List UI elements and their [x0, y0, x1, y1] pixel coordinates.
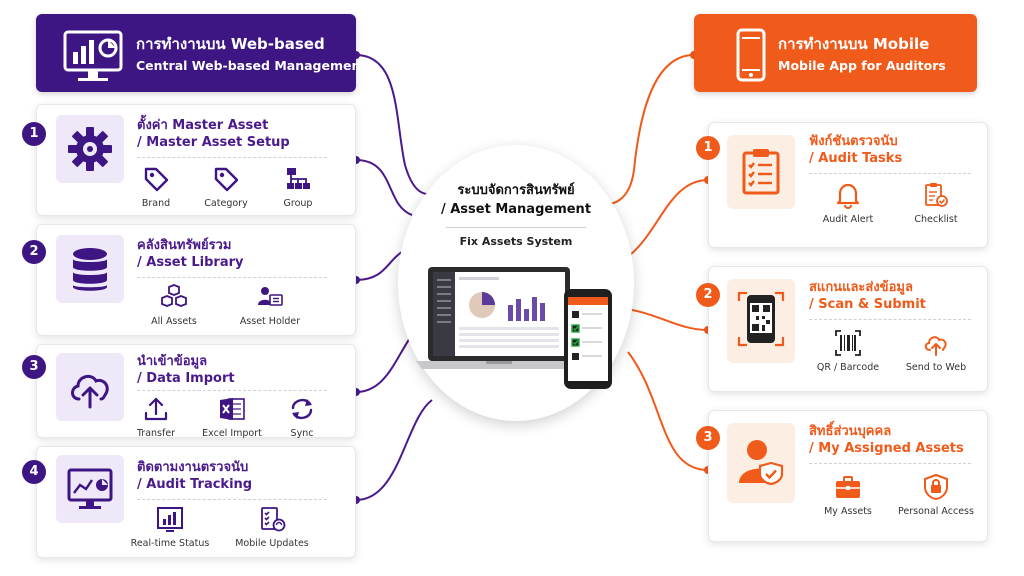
sub-item-realtime-status[interactable]: Real-time Status [125, 505, 215, 549]
right-header-subtitle: Mobile App for Auditors [778, 58, 946, 73]
hub-divider [446, 227, 586, 228]
step-badge-2: 2 [22, 240, 46, 264]
left-card-master-setup[interactable]: ตั้งค่า Master Asset / Master Asset Setu… [36, 104, 356, 216]
sub-item-excel-import[interactable]: Excel Import [187, 395, 277, 439]
left-header-subtitle: Central Web-based Management [136, 58, 367, 73]
laptop-phone-illustration [416, 267, 612, 389]
cloud-upload-icon [924, 336, 947, 356]
card-icon-tile [56, 115, 124, 183]
monitor-chart-icon [67, 468, 113, 509]
left-card-data-import[interactable]: นำเข้าข้อมูล / Data Import Transfer Exce… [36, 344, 356, 439]
right-card-audit-tasks[interactable]: ฟังก์ชันตรวจนับ / Audit Tasks Audit Aler… [708, 122, 988, 248]
right-header-title: การทำงานบน Mobile [778, 35, 930, 53]
right-header: การทำงานบน Mobile Mobile App for Auditor… [694, 14, 977, 92]
sub-item-all-assets[interactable]: All Assets [129, 283, 219, 327]
sub-item-checklist[interactable]: Checklist [891, 181, 981, 225]
clipboard-icon [742, 149, 780, 195]
sub-item-sync[interactable]: Sync [257, 395, 347, 439]
left-card-asset-library[interactable]: คลังสินทรัพย์รวม / Asset Library All Ass… [36, 224, 356, 336]
barcode-icon [835, 330, 861, 356]
checklist-sync-icon [261, 507, 286, 532]
divider [137, 157, 327, 158]
step-badge-1: 1 [22, 122, 46, 146]
sub-item-my-assets[interactable]: My Assets [803, 473, 893, 517]
divider [809, 173, 971, 174]
boxes-icon [161, 284, 187, 307]
step-badge-3: 3 [22, 355, 46, 379]
bar-chart-icon [157, 507, 183, 532]
database-icon [73, 248, 107, 291]
smartphone-icon [736, 28, 766, 82]
card-title: สิทธิ์ส่วนบุคคล / My Assigned Assets [809, 424, 964, 456]
user-shield-icon [739, 440, 784, 485]
sub-item-send-to-web[interactable]: Send to Web [891, 329, 981, 373]
qr-phone-icon [737, 291, 785, 347]
checklist-icon [925, 183, 948, 207]
sub-item-transfer[interactable]: Transfer [111, 395, 201, 439]
sub-item-personal-access[interactable]: Personal Access [891, 473, 981, 517]
right-card-my-assets[interactable]: สิทธิ์ส่วนบุคคล / My Assigned Assets My … [708, 410, 988, 542]
divider [137, 499, 327, 500]
sub-item-qr-barcode[interactable]: QR / Barcode [803, 329, 893, 373]
card-title: นำเข้าข้อมูล / Data Import [137, 354, 235, 386]
hierarchy-icon [287, 168, 310, 189]
card-title: ฟังก์ชันตรวจนับ / Audit Tasks [809, 134, 903, 166]
tag-icon [214, 167, 239, 192]
sub-item-category[interactable]: Category [181, 165, 271, 209]
user-card-icon [258, 287, 283, 306]
sub-item-brand[interactable]: Brand [111, 165, 201, 209]
lock-shield-icon [924, 473, 948, 501]
card-icon-tile [727, 423, 795, 503]
card-icon-tile [56, 235, 124, 303]
card-title: สแกนและส่งข้อมูล / Scan & Submit [809, 280, 926, 312]
left-header-title: การทำงานบน Web-based [136, 35, 325, 53]
card-icon-tile [727, 135, 795, 209]
briefcase-icon [836, 476, 860, 498]
sub-item-asset-holder[interactable]: Asset Holder [225, 283, 315, 327]
card-icon-tile [56, 353, 124, 421]
sub-item-mobile-updates[interactable]: Mobile Updates [227, 505, 317, 549]
sync-icon [291, 398, 313, 420]
monitor-dashboard-icon [63, 30, 123, 81]
sub-item-audit-alert[interactable]: Audit Alert [803, 181, 893, 225]
divider [137, 390, 327, 391]
step-badge-right-2: 2 [696, 283, 720, 307]
upload-icon [144, 397, 168, 421]
cloud-upload-icon [71, 374, 109, 409]
tag-icon [144, 167, 169, 192]
card-title: คลังสินทรัพย์รวม / Asset Library [137, 238, 244, 270]
bell-icon [836, 183, 860, 209]
divider [809, 319, 971, 320]
card-icon-tile [727, 279, 795, 363]
left-header: การทำงานบน Web-based Central Web-based M… [36, 14, 366, 92]
excel-icon [220, 398, 245, 420]
step-badge-4: 4 [22, 460, 46, 484]
hub-title: ระบบจัดการสินทรัพย์ / Asset Management [440, 183, 592, 217]
step-badge-right-1: 1 [696, 136, 720, 160]
divider [809, 463, 971, 464]
divider [137, 277, 327, 278]
step-badge-right-3: 3 [696, 426, 720, 450]
card-title: ตั้งค่า Master Asset / Master Asset Setu… [137, 118, 290, 150]
left-card-audit-tracking[interactable]: ติดตามงานตรวจนับ / Audit Tracking Real-t… [36, 446, 356, 558]
central-hub: ระบบจัดการสินทรัพย์ / Asset Management F… [398, 145, 634, 421]
gear-icon [68, 127, 112, 171]
card-icon-tile [56, 455, 124, 523]
right-card-scan-submit[interactable]: สแกนและส่งข้อมูล / Scan & Submit QR / Ba… [708, 266, 988, 392]
card-title: ติดตามงานตรวจนับ / Audit Tracking [137, 460, 253, 492]
sub-item-group[interactable]: Group [253, 165, 343, 209]
hub-subtitle: Fix Assets System [459, 235, 573, 248]
